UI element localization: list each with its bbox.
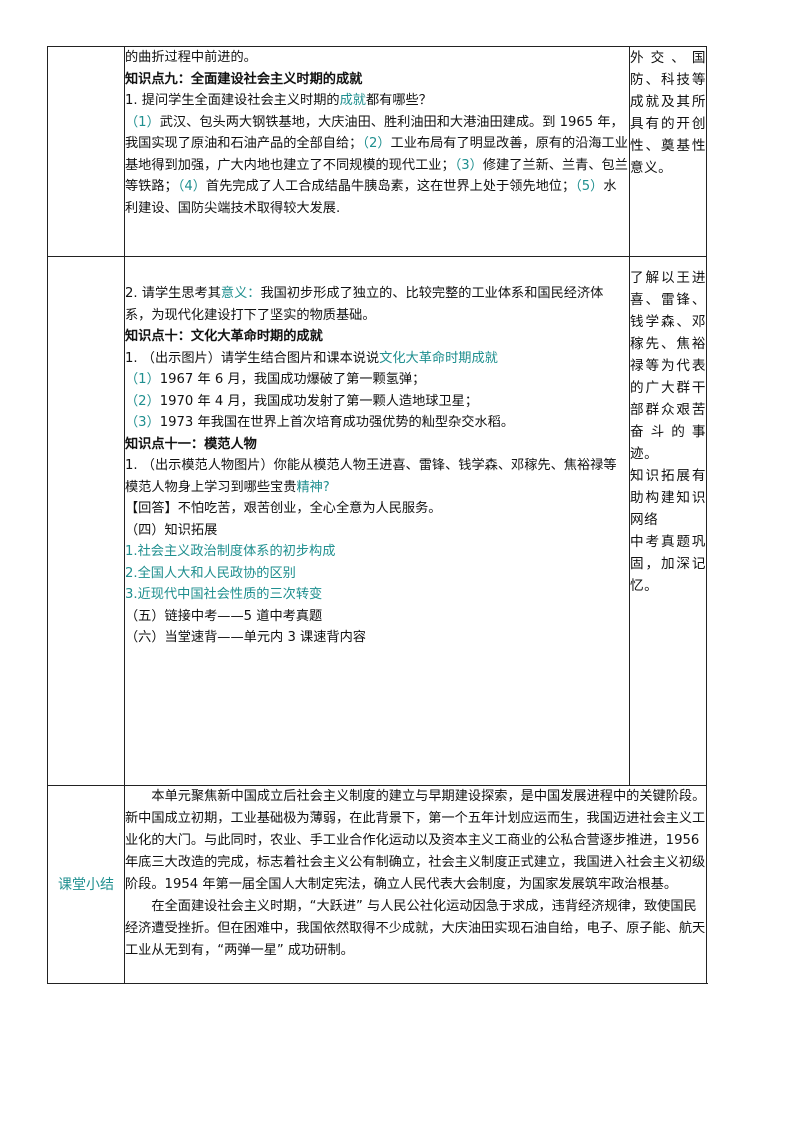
summary-cell: 本单元聚焦新中国成立后社会主义制度的建立与早期建设探索，是中国发展进程中的关键阶… [124,785,707,984]
answer-item: （1）1967 年 6 月，我国成功爆破了第一颗氢弹； [125,372,426,387]
row-label-cell [47,256,125,786]
intent-extension: 知识拓展有助构建知识网络 [630,468,706,528]
knowledge-point-11-heading: 知识点十一：模范人物 [125,436,257,452]
answer-item: （2）1970 年 4 月，我国成功发射了第一颗人造地球卫星； [125,393,479,409]
extension-item: 2.全国人大和人民政协的区别 [125,565,296,581]
knowledge-point-10-heading: 知识点十：文化大革命时期的成就 [125,329,323,344]
answer-text: 【回答】不怕吃苦，艰苦创业，全心全意为人民服务。 [125,501,442,516]
question-cultural-revolution: 1. （出示图片）请学生结合图片和课本说说文化大革命时期成就 [125,350,498,366]
design-intent-cell: 外交、国防、科技等成就及其所具有的开创性、奠基性意义。 [629,46,707,257]
lesson-plan-table: 的曲折过程中前进的。 知识点九：全面建设社会主义时期的成就 1. 提问学生全面建… [47,46,707,984]
table-row: 课堂小结 本单元聚焦新中国成立后社会主义制度的建立与早期建设探索，是中国发展进程… [47,785,707,984]
content-cell: 2. 请学生思考其意义：我国初步形成了独立的、比较完整的工业体系和国民经济体系，… [124,256,630,786]
section-extension: （四）知识拓展 [125,522,218,538]
row-label-cell [47,46,125,257]
table-row: 的曲折过程中前进的。 知识点九：全面建设社会主义时期的成就 1. 提问学生全面建… [47,46,707,257]
section-exam-link: （五）链接中考——5 道中考真题 [125,608,323,624]
table-row: 2. 请学生思考其意义：我国初步形成了独立的、比较完整的工业体系和国民经济体系，… [47,256,707,786]
question-achievements: 1. 提问学生全面建设社会主义时期的成就都有哪些？ [125,93,432,108]
intent-role-models: 了解以王进喜、雷锋、钱学森、邓稼先、焦裕禄等为代表的广大群干部群众艰苦奋斗的事迹… [630,270,706,462]
summary-label: 课堂小结 [47,785,125,984]
answer-item: （3）1973 年我国在世界上首次培育成功强优势的籼型杂交水稻。 [125,415,515,430]
continued-line: 的曲折过程中前进的。 [125,50,257,65]
extension-item: 3.近现代中国社会性质的三次转变 [125,587,323,602]
highlight-achievements: 成就 [339,93,366,108]
intent-exam: 中考真题巩固，加深记忆。 [630,534,706,594]
achievement-list: （1）武汉、包头两大钢铁基地，大庆油田、胜利油田和大港油田建成。到 1965 年… [125,114,628,216]
extension-item: 1.社会主义政治制度体系的初步构成 [125,544,336,559]
question-role-models: 1. （出示模范人物图片）你能从模范人物王进喜、雷锋、钱学森、邓稼先、焦裕禄等模… [125,458,617,495]
content-cell: 的曲折过程中前进的。 知识点九：全面建设社会主义时期的成就 1. 提问学生全面建… [124,46,630,257]
design-intent-cell: 了解以王进喜、雷锋、钱学森、邓稼先、焦裕禄等为代表的广大群干部群众艰苦奋斗的事迹… [629,256,707,786]
knowledge-point-9-heading: 知识点九：全面建设社会主义时期的成就 [125,71,363,87]
summary-paragraph: 在全面建设社会主义时期，“大跃进” 与人民公社化运动因急于求成，违背经济规律，致… [125,899,706,958]
question-significance: 2. 请学生思考其意义：我国初步形成了独立的、比较完整的工业体系和国民经济体系，… [125,286,604,323]
highlight-significance: 意义： [220,286,261,301]
summary-paragraph: 本单元聚焦新中国成立后社会主义制度的建立与早期建设探索，是中国发展进程中的关键阶… [125,789,706,892]
section-quick-recite: （六）当堂速背——单元内 3 课速背内容 [125,630,366,645]
